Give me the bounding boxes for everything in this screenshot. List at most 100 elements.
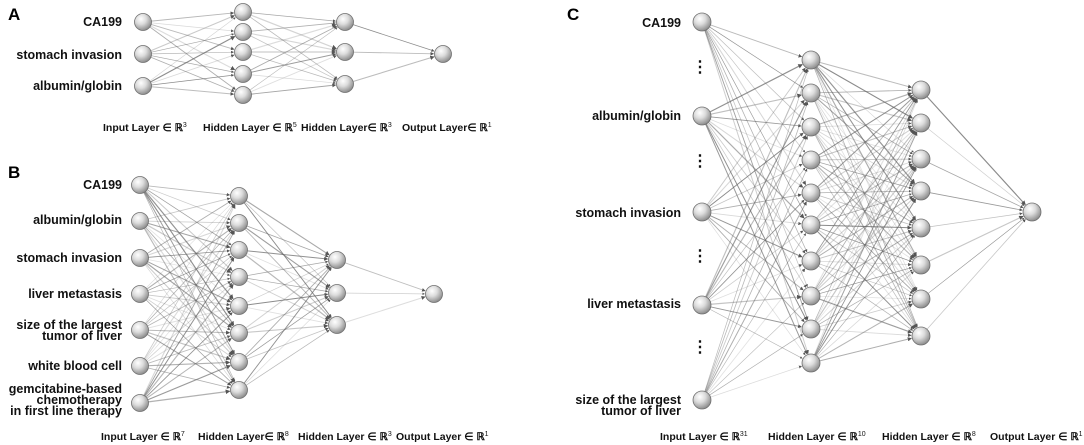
panel-a-edge-l0-0-3 — [150, 25, 236, 71]
panel-b-node-layer0-3 — [131, 285, 149, 303]
panel-b-edge-l0-3-7 — [145, 299, 233, 384]
panel-c-edge-l1-8-0 — [814, 98, 918, 321]
panel-c-node-layer1-8 — [801, 319, 821, 339]
panel-c-edge-l2-5-0 — [928, 215, 1024, 262]
panel-b-edge-l0-6-6 — [147, 364, 231, 401]
panel-a-node-layer3-0 — [434, 45, 452, 63]
panel-b-edge-l1-4-0 — [246, 263, 329, 303]
panel-c-ellipsis-3: ⋮ — [692, 248, 708, 265]
panel-c-edge-l1-3-6 — [816, 166, 916, 292]
panel-a-edge-l1-0-0 — [251, 12, 337, 23]
panel-c-edge-l0-2-6 — [709, 215, 803, 258]
panel-a-edge-l0-1-0 — [150, 15, 235, 52]
panel-b-edge-l0-4-6 — [147, 332, 231, 361]
panel-c-input-label-albumin-globin: albumin/globin — [592, 109, 681, 123]
panel-c-edge-l1-5-1 — [817, 129, 915, 220]
panel-b-edge-l1-0-1 — [244, 201, 331, 287]
panel-b-edge-l1-1-1 — [245, 227, 330, 288]
panel-c-edge-l1-9-2 — [814, 167, 917, 356]
panel-c-edge-l0-3-2 — [706, 134, 807, 298]
panel-c-edge-l0-2-4 — [710, 193, 802, 211]
panel-c-edge-l0-0-1 — [709, 26, 803, 88]
panel-b-edge-l1-4-2 — [247, 307, 329, 325]
panel-b-letter: B — [8, 163, 20, 182]
panel-b-edge-l0-3-3 — [148, 277, 231, 293]
panel-c-node-layer1-6 — [801, 251, 821, 271]
panel-a-edge-l1-0-2 — [249, 16, 338, 79]
panel-c-edge-l2-1-0 — [927, 128, 1025, 207]
panel-b-layer-label-output: Output Layer ∈ ℝ1 — [396, 431, 489, 443]
panel-c-edge-l1-5-2 — [818, 163, 914, 221]
panel-c-edge-l0-3-4 — [707, 199, 805, 299]
panel-c-edge-l1-4-7 — [816, 199, 916, 329]
panel-c-edge-l0-0-0 — [710, 24, 803, 58]
panel-b-node-layer0-6 — [131, 394, 149, 412]
panel-b-input-label-albumin-globin: albumin/globin — [33, 213, 122, 227]
panel-b-edge-l0-1-3 — [147, 224, 232, 273]
panel-b-edge-l1-0-0 — [245, 200, 330, 256]
panel-c-edge-l0-3-7 — [710, 294, 802, 305]
panel-b-edge-l0-6-7 — [148, 389, 231, 403]
panel-c-edge-l2-3-0 — [929, 192, 1023, 212]
panel-b-edge-l0-6-0 — [143, 203, 236, 396]
panel-c-input-label-ca199: CA199 — [642, 16, 681, 30]
panel-c-edge-l1-1-5 — [815, 100, 916, 258]
panel-b-edge-l1-2-1 — [246, 253, 329, 290]
panel-a-nodes — [134, 3, 452, 104]
panel-a-node-layer0-0 — [134, 13, 152, 31]
panel-c-layer-label-input: Input Layer ∈ ℝ31 — [660, 431, 748, 443]
panel-c-edge-l1-3-0 — [818, 94, 914, 156]
panel-b-node-layer1-6 — [230, 353, 248, 371]
panel-a-node-layer2-0 — [336, 13, 354, 31]
panel-a-edge-l0-2-2 — [150, 54, 235, 84]
panel-c-node-layer1-4 — [801, 183, 821, 203]
panel-c-edge-l1-6-3 — [818, 195, 914, 257]
panel-b-edge-l1-3-0 — [247, 260, 329, 276]
panel-c-layer-label-hidden-1: Hidden Layer ∈ ℝ10 — [768, 431, 866, 443]
panel-a-edge-l1-2-2 — [250, 54, 337, 82]
panel-c-edge-l0-3-9 — [709, 308, 803, 359]
panel-c-edge-l1-6-5 — [819, 260, 912, 267]
panel-c-edge-l0-4-2 — [704, 135, 808, 392]
panel-c-edge-l0-2-0 — [706, 67, 806, 205]
panel-a-edge-l0-1-3 — [151, 55, 235, 74]
panel-b-node-layer1-5 — [230, 324, 248, 342]
panel-a: A CA199 stomach invasion albumin/globin … — [8, 3, 492, 134]
panel-b-edge-l0-3-2 — [147, 253, 231, 291]
panel-c-edge-l0-1-9 — [705, 124, 808, 355]
panel-b-edge-l0-2-0 — [146, 200, 232, 254]
panel-b-edge-l0-4-5 — [148, 329, 231, 335]
panel-c-edge-l1-4-3 — [819, 189, 912, 194]
panel-c-edge-l1-3-4 — [818, 164, 913, 224]
panel-a-node-layer1-1 — [234, 23, 252, 41]
panel-a-edge-l1-1-0 — [251, 21, 337, 32]
panel-c-edge-l0-3-0 — [705, 68, 808, 298]
panel-b-edge-l1-3-2 — [246, 280, 330, 322]
panel-c-node-layer0-4 — [692, 390, 712, 410]
panel-b-edge-l1-6-1 — [245, 298, 330, 358]
panel-a-edge-l0-2-0 — [149, 17, 236, 82]
panel-c-edge-l0-1-6 — [707, 122, 806, 254]
panel-b-node-layer0-1 — [131, 212, 149, 230]
panel-a-edge-l1-2-0 — [250, 23, 337, 51]
panel-a-input-label-ca199: CA199 — [83, 15, 122, 29]
panel-c-edge-l0-2-3 — [709, 163, 803, 209]
panel-c-edge-l0-4-1 — [704, 101, 809, 392]
panel-c-edge-l2-4-0 — [929, 212, 1023, 228]
panel-c-edge-l1-3-2 — [819, 157, 912, 161]
panel-c-node-layer1-2 — [801, 117, 821, 137]
panel-c-edge-l1-0-4 — [815, 67, 916, 221]
panel-c-edge-l1-8-6 — [819, 300, 912, 328]
panel-b-edge-l1-3-1 — [247, 278, 329, 293]
panel-c-edge-l0-4-6 — [707, 268, 806, 394]
panel-a-edge-l0-0-1 — [151, 22, 235, 33]
panel-a-input-label-stomach-invasion: stomach invasion — [16, 48, 122, 62]
panel-c-edge-l2-6-0 — [927, 217, 1025, 294]
panel-c-edge-l0-2-7 — [708, 217, 804, 291]
panel-b-edge-l1-5-0 — [245, 265, 330, 329]
panel-a-edge-l0-0-2 — [151, 24, 235, 51]
panel-c-edge-l1-9-6 — [818, 303, 913, 359]
panel-c-edge-l0-0-5 — [705, 29, 807, 217]
panel-b-edge-l0-5-7 — [148, 367, 231, 389]
